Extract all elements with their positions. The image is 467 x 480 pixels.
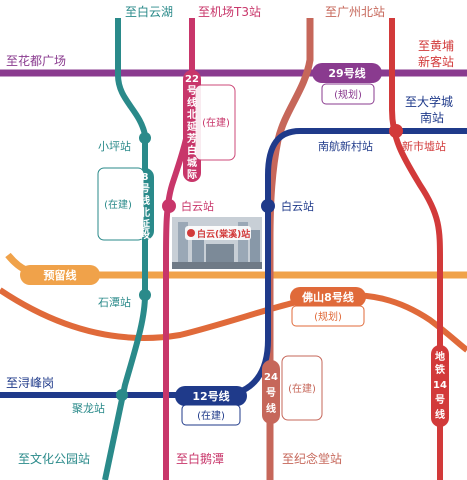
dest-xunfenggang: 至浔峰岗 bbox=[6, 376, 54, 390]
line14-badge[interactable] bbox=[431, 345, 449, 427]
line22-char: 延 bbox=[186, 120, 198, 133]
line22-status-box bbox=[194, 84, 236, 161]
dest-huadu-square: 至花都广场 bbox=[6, 53, 66, 68]
station-xinshixu-label: 新市墟站 bbox=[402, 139, 446, 153]
line29-status-box bbox=[321, 83, 375, 105]
dest-huangpu: 至黄埔 bbox=[418, 39, 454, 53]
station-baiyun-right-label: 白云站 bbox=[281, 199, 314, 213]
dest-baieetan: 至白鹅潭 bbox=[176, 451, 224, 466]
line12-status: (在建) bbox=[197, 409, 225, 422]
line22-name: 22 号 线 北 延 芳 白 城 际 bbox=[185, 74, 199, 181]
line8-char: 延 bbox=[139, 218, 151, 231]
foshan8-name: 佛山8号线 bbox=[301, 290, 354, 304]
line8-status: (在建) bbox=[104, 198, 132, 211]
line24-char: 号 bbox=[266, 387, 276, 399]
station-shijing-label: 石潭站 bbox=[98, 295, 131, 309]
station-xinshixu-marker[interactable] bbox=[389, 124, 403, 138]
line29-status: (规划) bbox=[334, 88, 362, 101]
dest-university-south: 至大学城 bbox=[405, 94, 453, 109]
project-label bbox=[185, 226, 251, 240]
line22-status: (在建) bbox=[202, 116, 230, 129]
reserved-badge[interactable] bbox=[20, 265, 100, 285]
foshan8-badge[interactable] bbox=[290, 287, 366, 307]
line8-name: 8 号 线 北 延 段 bbox=[139, 172, 151, 241]
dest-culture-park: 至文化公园站 bbox=[18, 451, 90, 466]
line8-route bbox=[102, 18, 148, 480]
line14-char: 号 bbox=[435, 394, 445, 406]
foshan8-line-route bbox=[0, 287, 467, 353]
line24-char: 24 bbox=[264, 372, 278, 383]
foshan8-status: (规划) bbox=[314, 310, 342, 323]
line8-char: 北 bbox=[140, 206, 150, 219]
line8-char: 8 bbox=[142, 172, 149, 183]
station-baiyun-right-marker[interactable] bbox=[261, 199, 275, 213]
line14-name: 地 铁 14 号 线 bbox=[433, 350, 447, 421]
project-building-image bbox=[172, 217, 262, 269]
line22-char: 际 bbox=[187, 169, 197, 181]
line12-name: 12号线 bbox=[192, 389, 229, 403]
line22-char: 芳 bbox=[187, 132, 197, 145]
line24-badge[interactable] bbox=[262, 360, 280, 424]
line8-status-box bbox=[97, 167, 145, 241]
reserved-name: 预留线 bbox=[44, 268, 77, 282]
line8-char: 号 bbox=[140, 183, 150, 195]
station-julong-label: 聚龙站 bbox=[72, 401, 105, 415]
line22-char: 白 bbox=[187, 144, 197, 157]
dest-baiyunhu: 至白云湖 bbox=[125, 4, 173, 19]
line22-char: 线 bbox=[187, 96, 197, 109]
line29-name: 29号线 bbox=[328, 66, 365, 80]
line24-char: 线 bbox=[266, 402, 276, 415]
project-station-label: 白云(棠溪)站 bbox=[197, 228, 250, 240]
line24-name: 24 号 线 bbox=[264, 372, 278, 415]
station-julong-marker[interactable] bbox=[116, 389, 128, 401]
dest-huangpu-2: 新客站 bbox=[418, 54, 454, 69]
dest-guangzhou-north: 至广州北站 bbox=[325, 5, 385, 19]
line22-char: 22 bbox=[185, 74, 199, 85]
station-baiyun-left-marker[interactable] bbox=[162, 199, 176, 213]
line29-badge[interactable] bbox=[312, 63, 382, 83]
station-xiaoping-label: 小坪站 bbox=[98, 139, 131, 153]
dest-airport-t3: 至机场T3站 bbox=[198, 5, 261, 19]
dest-jinian-tang: 至纪念堂站 bbox=[282, 451, 342, 466]
line8-char: 线 bbox=[140, 194, 150, 207]
dest-university-south-2: 南站 bbox=[420, 110, 444, 125]
line12-badge[interactable] bbox=[175, 386, 247, 406]
line12-status-box bbox=[181, 404, 241, 426]
line14-char: 地 bbox=[435, 350, 445, 363]
line24-status-box bbox=[281, 355, 323, 421]
station-shijing-marker[interactable] bbox=[139, 289, 151, 301]
foshan8-status-box bbox=[291, 305, 365, 327]
line8-char: 段 bbox=[140, 228, 150, 241]
line22-char: 号 bbox=[187, 85, 197, 97]
line22-char: 北 bbox=[187, 108, 197, 121]
line14-char: 铁 bbox=[435, 363, 445, 376]
line14-char: 14 bbox=[433, 380, 447, 391]
line24-status: (在建) bbox=[288, 382, 316, 395]
line22-char: 城 bbox=[187, 156, 197, 169]
station-nanhang-label: 南航新村站 bbox=[318, 139, 373, 153]
station-baiyun-left-label: 白云站 bbox=[181, 199, 214, 213]
line14-char: 线 bbox=[435, 408, 445, 421]
station-xiaoping-marker[interactable] bbox=[139, 132, 151, 144]
